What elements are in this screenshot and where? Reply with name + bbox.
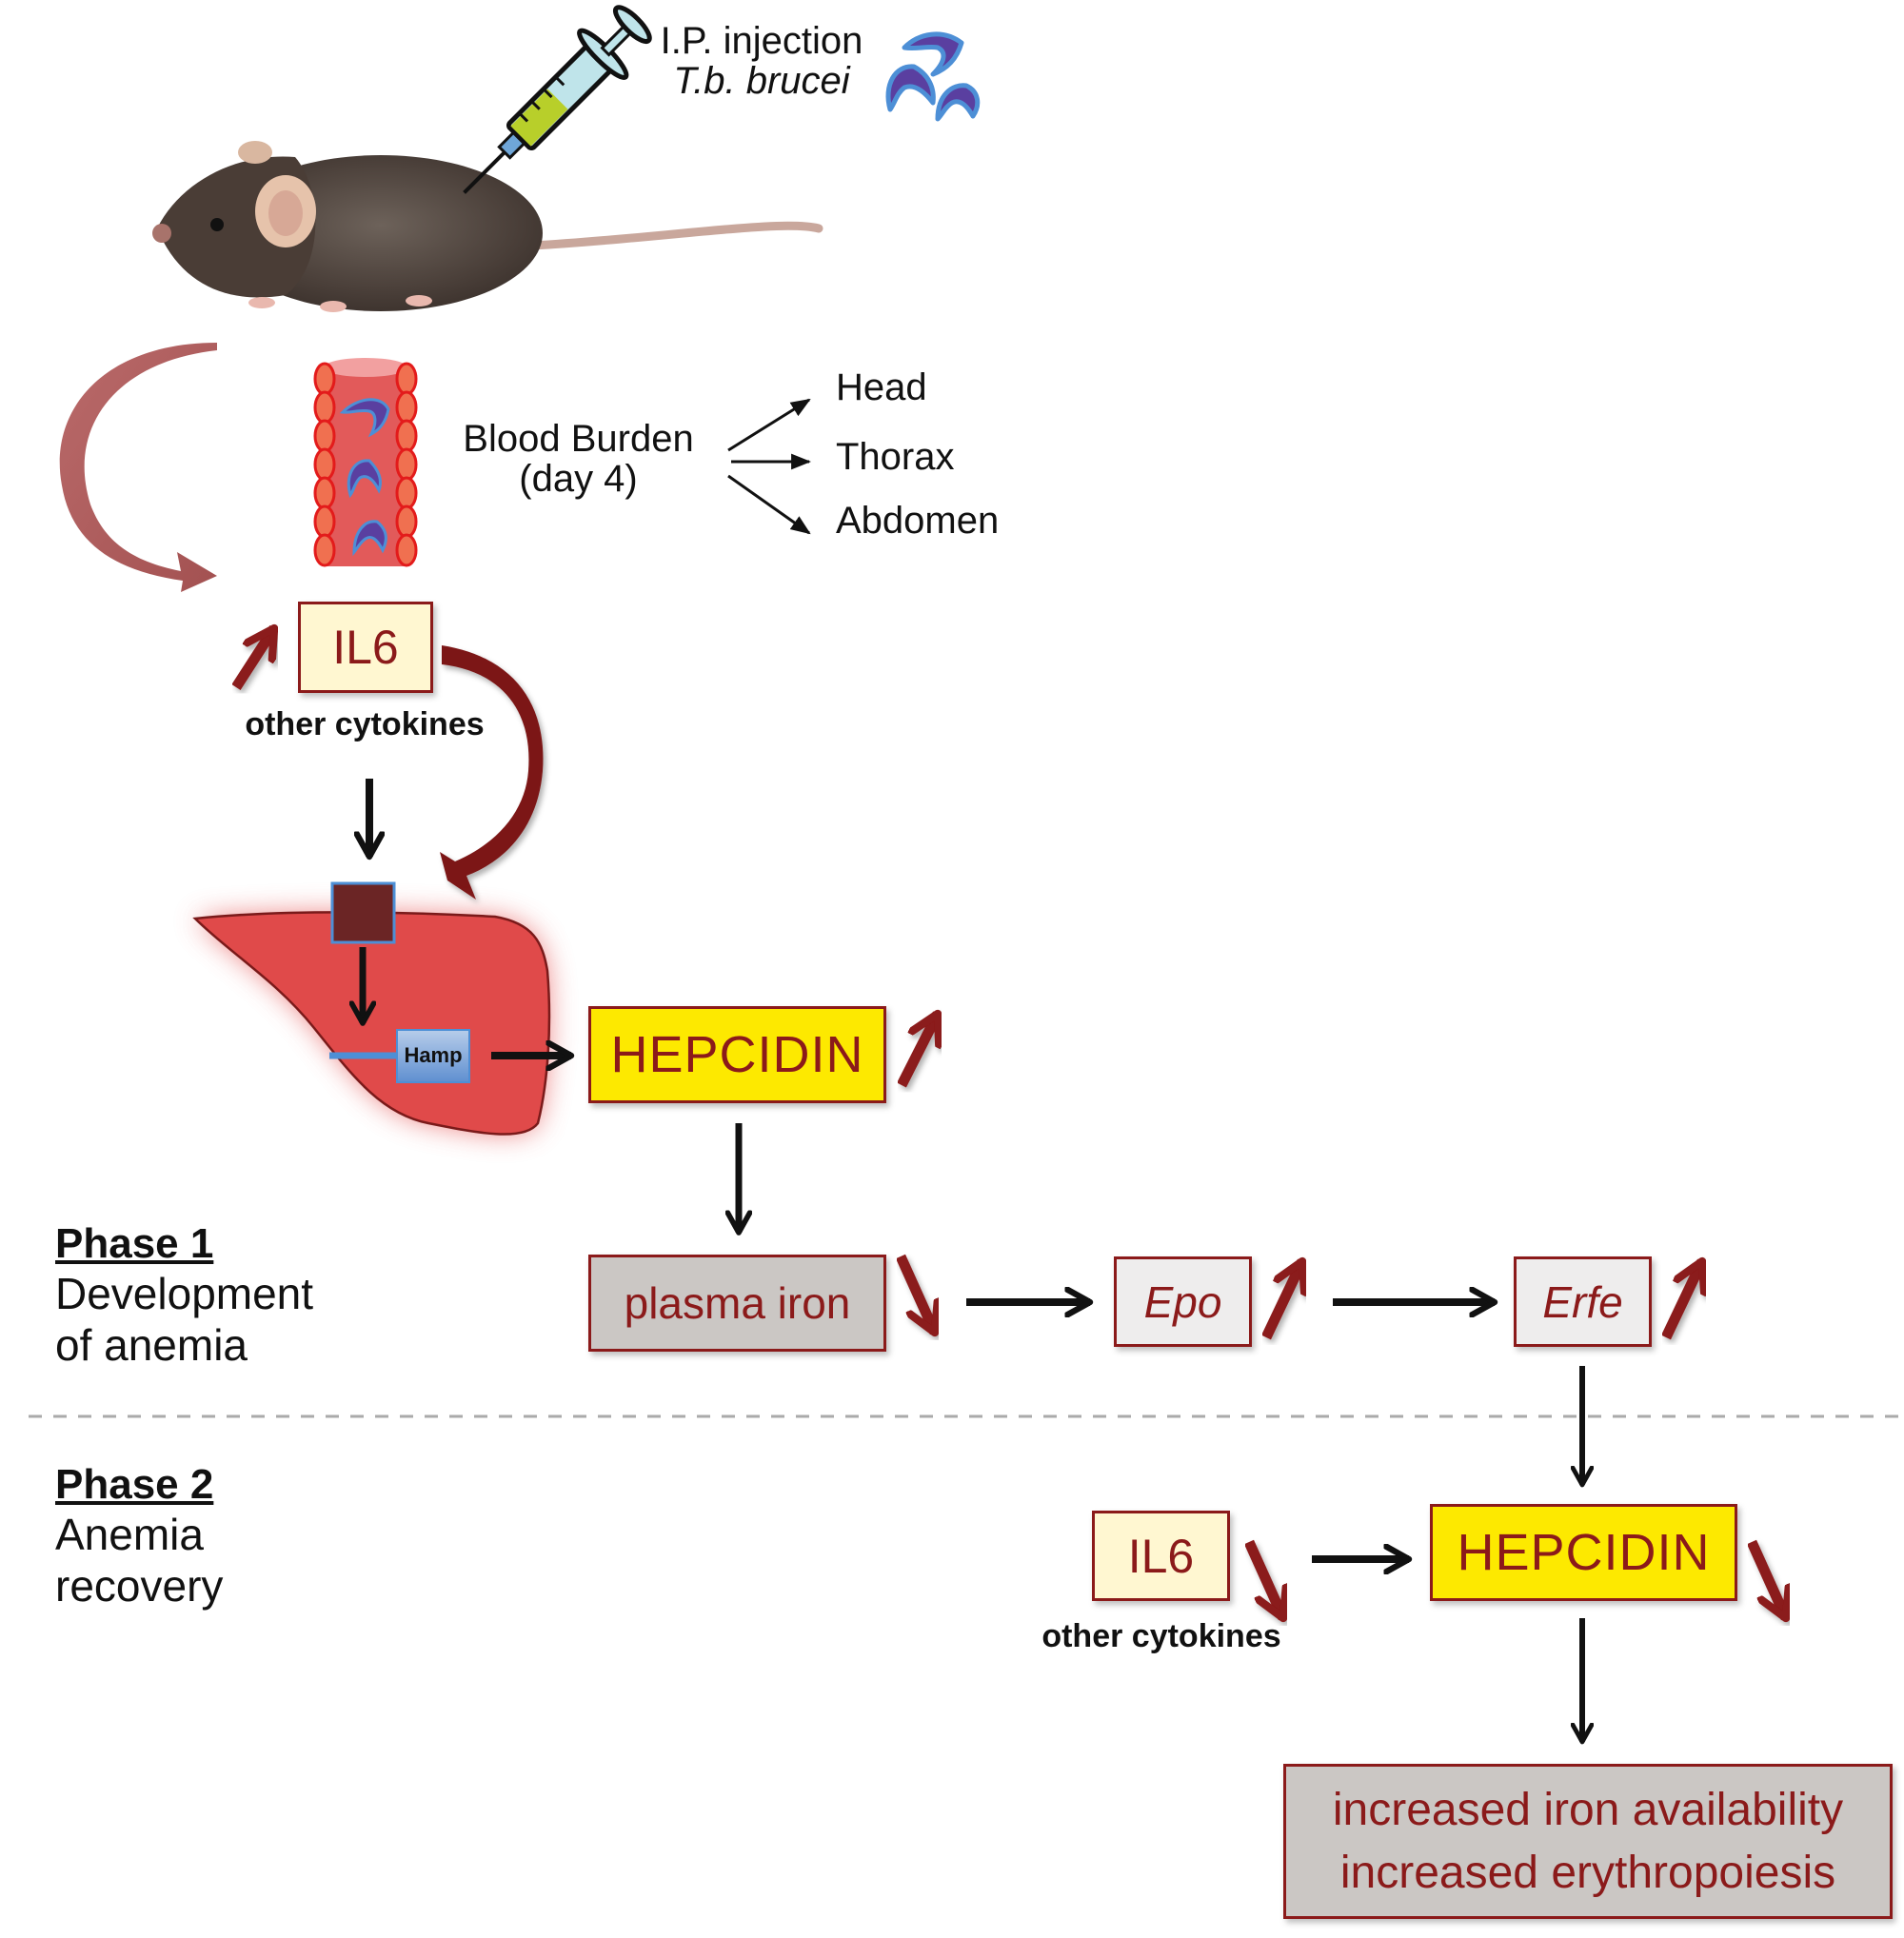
phase2-title: Phase 2 [55,1461,214,1508]
curved-arrow-il6-to-liver [440,645,544,900]
hepcidin-label: HEPCIDIN [1457,1524,1711,1581]
receptor-icon [330,881,396,944]
liver-illustration [192,881,551,1136]
phase2-desc-line2: recovery [55,1561,224,1611]
hepcidin-box-phase1: HEPCIDIN [588,1006,886,1103]
il6-box-phase2: IL6 [1092,1511,1230,1601]
hamp-gene-box [396,1029,470,1083]
hepcidin-label: HEPCIDIN [610,1026,864,1083]
plasma-iron-box: plasma iron [588,1255,886,1352]
plasma-iron-label: plasma iron [624,1278,851,1328]
hepcidin-down-arrow-icon [1746,1539,1786,1618]
mouse-nose [152,224,171,243]
curved-arrow-infection [59,343,218,592]
injection-route: I.P. injection [660,20,863,62]
phase2-desc-line1: Anemia [55,1510,204,1559]
syringe-icon [463,5,652,194]
other-cytokines-label-phase2: other cytokines [1041,1618,1281,1654]
il6-down-arrow-icon [1243,1539,1283,1618]
hamp-label: Hamp [404,1043,463,1067]
epo-up-arrow-icon [1261,1261,1302,1340]
blood-vessel-illustration [313,358,418,567]
target-abdomen: Abdomen [836,500,1000,542]
phase2-label: Phase 2 Anemia recovery [55,1461,223,1612]
arrow-to-head [727,398,811,452]
arrow-to-abdomen [727,474,811,535]
erfe-label: Erfe [1542,1276,1623,1327]
hepcidin-box-phase2: HEPCIDIN [1430,1504,1737,1601]
mouse-tail [528,221,823,250]
phase1-desc-line2: of anemia [55,1320,248,1370]
blood-burden-label: Blood Burden (day 4) [447,419,709,499]
plasma-iron-down-arrow-icon [895,1254,935,1333]
phase1-label: Phase 1 Development of anemia [55,1220,313,1371]
hepcidin-up-arrow-icon [897,1014,938,1088]
epo-label: Epo [1143,1276,1222,1327]
epo-box: Epo [1114,1256,1252,1347]
erfe-box: Erfe [1514,1256,1652,1347]
parasite-name: T.b. brucei [673,60,850,102]
other-cytokines-label-phase1: other cytokines [245,706,485,742]
blood-burden-day: (day 4) [519,458,638,500]
erfe-up-arrow-icon [1661,1261,1702,1340]
phase1-title: Phase 1 [55,1220,214,1267]
target-thorax: Thorax [836,436,955,478]
mouse-eye [210,218,224,231]
il6-label: IL6 [332,621,399,674]
il6-label: IL6 [1127,1529,1195,1583]
phase1-desc-line1: Development [55,1269,314,1318]
injection-label: I.P. injection T.b. brucei [647,21,876,101]
trypanosome-icon [885,31,981,122]
il6-up-arrow-icon [231,628,279,690]
outcome-iron-availability: increased iron availability [1332,1784,1844,1835]
mouse-illustration [152,141,823,312]
trypanosome-icon [339,398,390,557]
outcome-erythropoiesis: increased erythropoiesis [1339,1847,1836,1898]
outcome-box: increased iron availability increased er… [1283,1764,1893,1919]
il6-box-phase1: IL6 [298,602,433,693]
target-head: Head [836,366,927,408]
blood-burden-title: Blood Burden [463,418,694,460]
